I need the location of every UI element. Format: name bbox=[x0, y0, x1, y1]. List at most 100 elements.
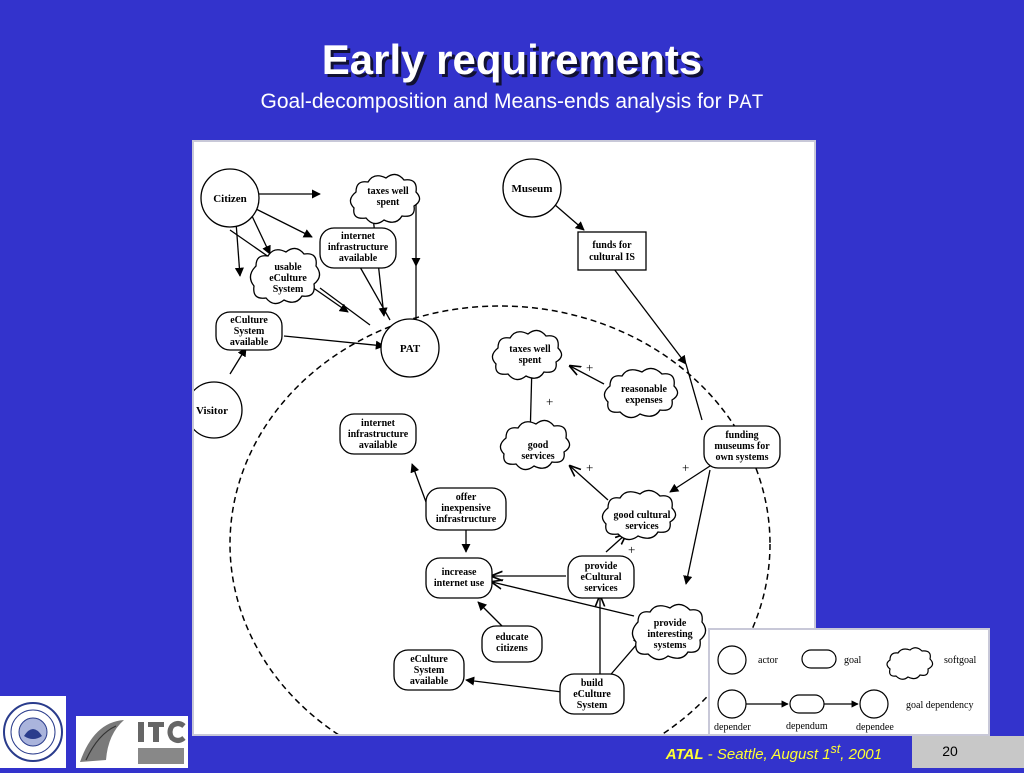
goal-label: build bbox=[581, 678, 604, 689]
legend-canvas: actor goal softgoal goal dependency depe… bbox=[714, 645, 976, 733]
goal-label: System bbox=[414, 665, 445, 676]
softgoal-good-cultural-services[interactable]: good cultural services bbox=[601, 489, 677, 541]
legend-dependee-label: dependee bbox=[856, 722, 894, 733]
goal-funding-museums-for-own-systems[interactable]: funding museums for own systems bbox=[703, 425, 781, 469]
goal-label: System bbox=[577, 700, 608, 711]
edge bbox=[359, 266, 391, 321]
edge bbox=[570, 366, 605, 385]
legend: actor goal softgoal goal dependency depe… bbox=[708, 628, 990, 736]
softgoal-label: usable bbox=[274, 262, 302, 273]
goal-label: internet bbox=[341, 231, 376, 242]
edge bbox=[492, 582, 635, 617]
goal-eculture-system-available[interactable]: eCulture System available bbox=[215, 311, 283, 351]
actor-label: Visitor bbox=[196, 405, 228, 417]
softgoal-good-services[interactable]: good services bbox=[499, 419, 571, 471]
actor-pat[interactable]: PAT bbox=[380, 318, 440, 378]
goal-label: available bbox=[410, 676, 449, 687]
slide-subtitle: Goal-decomposition and Means-ends analys… bbox=[0, 90, 1024, 115]
goal-educate-citizens[interactable]: educate citizens bbox=[481, 625, 543, 663]
goal-label: inexpensive bbox=[441, 503, 491, 514]
actor-museum[interactable]: Museum bbox=[502, 158, 562, 218]
edge bbox=[410, 463, 427, 503]
goal-eculture-system-available-inner[interactable]: eCulture System available bbox=[393, 649, 465, 691]
softgoal-taxes-well-spent-inner[interactable]: taxes well spent bbox=[491, 329, 563, 381]
resource-label: cultural IS bbox=[589, 252, 635, 263]
edge bbox=[465, 676, 563, 693]
goal-label: provide bbox=[585, 561, 618, 572]
goal-label: offer bbox=[456, 492, 477, 503]
resource-funds-for-cultural-is[interactable]: funds for cultural IS bbox=[577, 231, 647, 271]
goal-label: own systems bbox=[715, 452, 768, 463]
legend-actor-label: actor bbox=[758, 655, 779, 666]
legend-goal-label: goal bbox=[844, 655, 861, 666]
legend-goal-dependency-label: goal dependency bbox=[906, 700, 973, 711]
softgoal-label: services bbox=[521, 451, 554, 462]
goal-label: infrastructure bbox=[348, 429, 409, 440]
softgoal-label: taxes well bbox=[367, 186, 409, 197]
softgoal-label: System bbox=[273, 284, 304, 295]
pat-boundary bbox=[229, 305, 771, 734]
actor-label: Citizen bbox=[213, 193, 247, 205]
softgoal-label: eCulture bbox=[269, 273, 307, 284]
edge bbox=[477, 601, 505, 629]
softgoal-usable-eculture-system[interactable]: usable eCulture System bbox=[249, 247, 321, 305]
legend-goal-shape bbox=[801, 649, 837, 669]
actor-visitor[interactable]: Visitor bbox=[194, 381, 243, 439]
goal-label: available bbox=[339, 253, 378, 264]
legend-dependee-shape bbox=[859, 689, 889, 719]
actor-label: PAT bbox=[400, 343, 421, 355]
edge bbox=[685, 363, 703, 421]
footer-location: - Seattle, August 1 bbox=[703, 746, 831, 763]
goal-build-eculture-system[interactable]: build eCulture System bbox=[559, 673, 625, 715]
goal-internet-infrastructure-available[interactable]: internet infrastructure available bbox=[319, 227, 397, 269]
subtitle-text: Goal-decomposition and Means-ends analys… bbox=[260, 90, 722, 113]
goal-provide-ecultural-services[interactable]: provide eCultural services bbox=[567, 555, 635, 599]
edge bbox=[553, 203, 585, 231]
goal-internet-infrastructure-available-inner[interactable]: internet infrastructure available bbox=[339, 413, 417, 455]
contribution-label: + bbox=[628, 542, 635, 557]
edge bbox=[283, 335, 385, 350]
softgoal-label: expenses bbox=[625, 395, 662, 406]
itc-logo-icon bbox=[80, 720, 186, 764]
itc-irst-logo bbox=[76, 716, 188, 768]
legend-dependum-label: dependum bbox=[786, 721, 828, 732]
edge bbox=[570, 466, 609, 501]
contribution-label: + bbox=[682, 460, 689, 475]
goal-label: System bbox=[234, 326, 265, 337]
goal-offer-inexpensive-infrastructure[interactable]: offer inexpensive infrastructure bbox=[425, 487, 507, 531]
edge bbox=[683, 469, 711, 585]
softgoal-label: good cultural bbox=[614, 510, 671, 521]
goal-label: increase bbox=[442, 567, 477, 578]
actor-label: Museum bbox=[512, 183, 553, 195]
legend-softgoal-shape bbox=[886, 647, 934, 680]
contribution-label: + bbox=[586, 360, 593, 375]
goal-provide-interesting-systems[interactable]: provide interesting systems bbox=[631, 603, 707, 661]
legend-depender-label: depender bbox=[714, 722, 751, 733]
goal-label: eCulture bbox=[230, 315, 268, 326]
subtitle-code: PAT bbox=[727, 92, 764, 115]
goal-label: museums for bbox=[714, 441, 770, 452]
seal-icon bbox=[3, 702, 63, 762]
legend-depender-shape bbox=[717, 689, 747, 719]
softgoal-label: good bbox=[528, 440, 549, 451]
edge bbox=[251, 215, 271, 255]
edge bbox=[253, 207, 313, 238]
goal-label: internet use bbox=[434, 578, 485, 589]
actor-citizen[interactable]: Citizen bbox=[200, 168, 260, 228]
goal-label: eCulture bbox=[410, 654, 448, 665]
softgoal-label: services bbox=[625, 521, 658, 532]
goal-label: systems bbox=[654, 640, 687, 651]
goal-label: infrastructure bbox=[436, 514, 497, 525]
goal-diagram: + + + + + Citizen Museum PAT Visitor bbox=[192, 140, 816, 736]
softgoal-taxes-well-spent[interactable]: taxes well spent bbox=[349, 173, 421, 225]
softgoal-reasonable-expenses[interactable]: reasonable expenses bbox=[603, 367, 679, 419]
slide-title: Early requirements bbox=[321, 36, 703, 83]
goal-label: funding bbox=[725, 430, 758, 441]
footer-text: ATAL - Seattle, August 1st, 2001 bbox=[190, 742, 882, 763]
goal-label: eCultural bbox=[580, 572, 621, 583]
goal-label: internet bbox=[361, 418, 396, 429]
softgoal-label: spent bbox=[377, 197, 400, 208]
goal-increase-internet-use[interactable]: increase internet use bbox=[425, 557, 493, 599]
edge bbox=[613, 268, 687, 365]
goal-label: infrastructure bbox=[328, 242, 389, 253]
